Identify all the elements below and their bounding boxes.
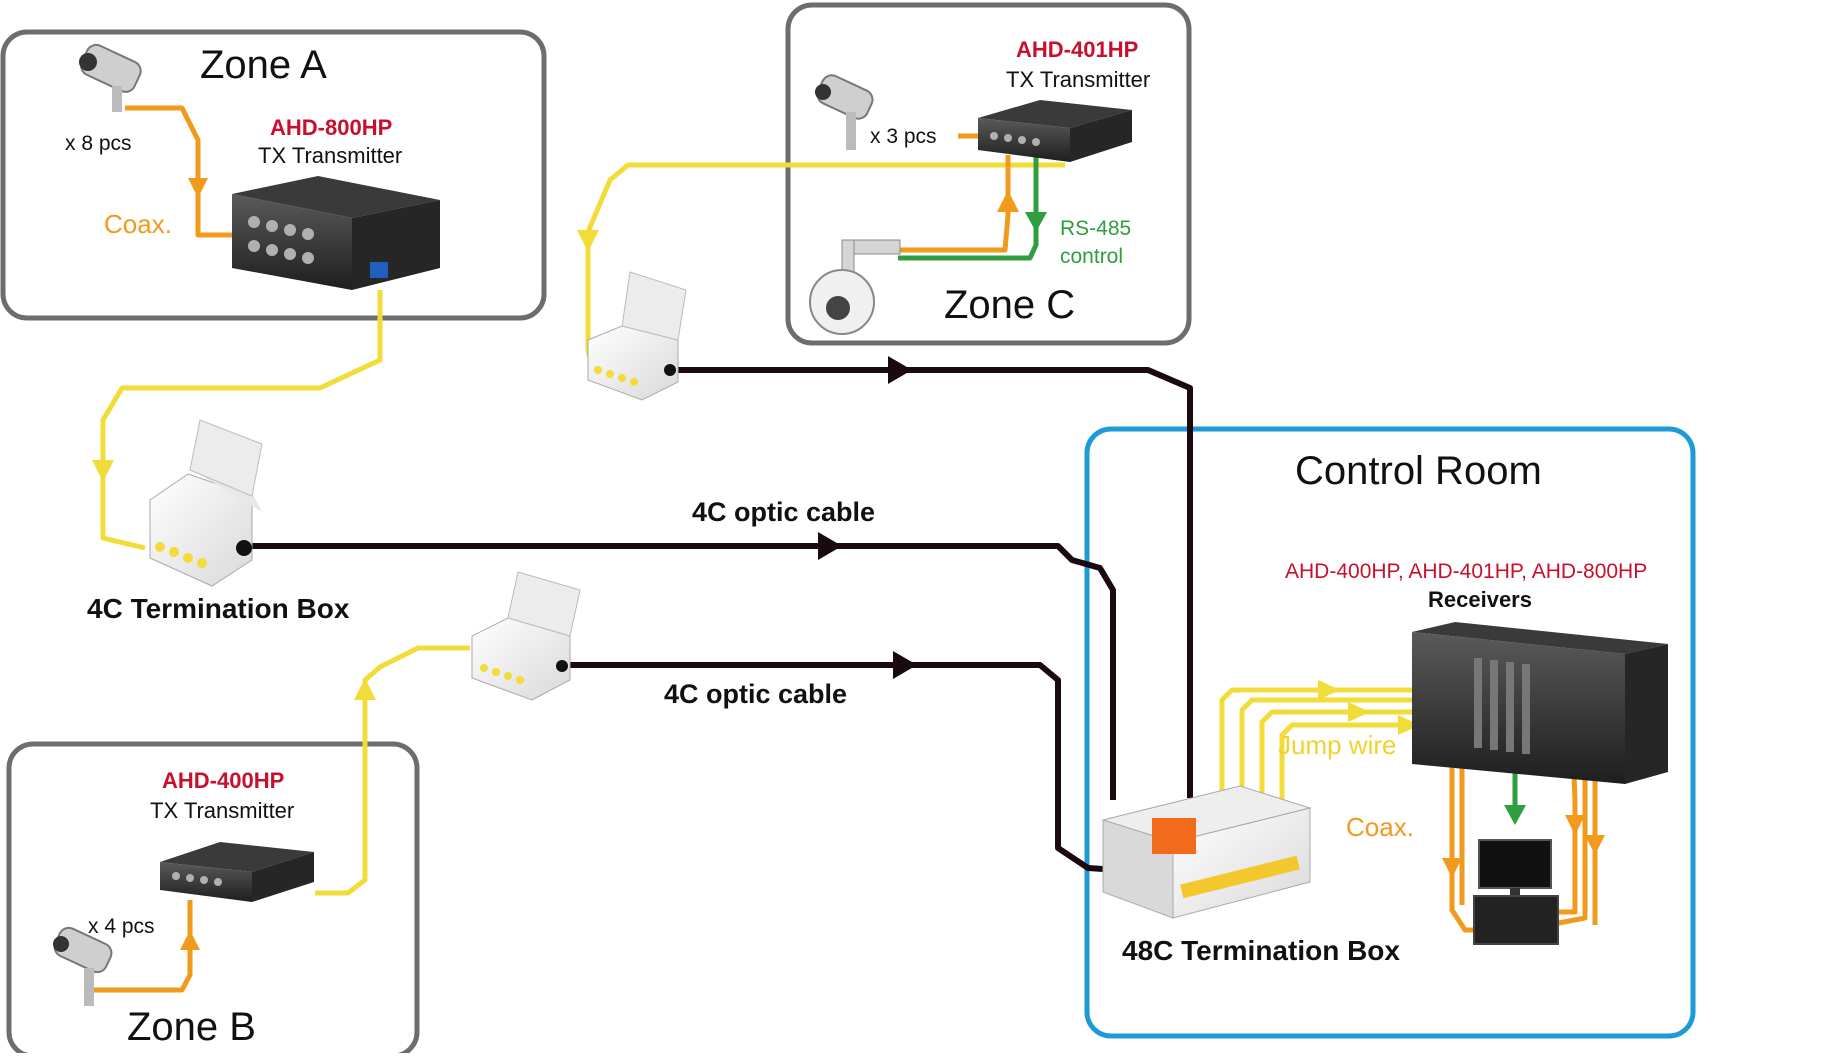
receivers-label: Receivers [1428, 587, 1532, 612]
optic-cables [252, 367, 1193, 873]
zone-b-transmitter[interactable] [160, 842, 314, 902]
zone-c-device-model: AHD-401HP [1016, 37, 1138, 62]
zone-b-title: Zone B [127, 1005, 256, 1049]
zone-a-border [0, 29, 547, 321]
optic-cable-label-2: 4C optic cable [664, 679, 847, 709]
control-room-coax-label: Coax. [1346, 812, 1414, 842]
zone-b-camera-icon [53, 926, 113, 1006]
zone-b-camera-qty: x 4 pcs [88, 915, 155, 938]
zone-a-camera-qty: x 8 pcs [65, 132, 132, 155]
jump-wire-arrows [1318, 680, 1420, 735]
termination-box-4c-label: 4C Termination Box [87, 593, 350, 624]
zone-c-transmitter[interactable] [978, 100, 1132, 162]
zone-b-device-model: AHD-400HP [162, 768, 284, 793]
zone-c-camera-qty: x 3 pcs [870, 125, 937, 148]
zone-a-camera-icon [79, 43, 142, 112]
zone-a-transmitter[interactable] [232, 176, 440, 290]
zone-b-device-type: TX Transmitter [150, 798, 294, 823]
zone-c-rs485-line1: RS-485 [1060, 217, 1131, 240]
control-room-title: Control Room [1295, 449, 1542, 493]
termination-box-48c[interactable] [1101, 785, 1312, 919]
optic-cable-label-1: 4C optic cable [692, 497, 875, 527]
coax-arrows [180, 178, 1605, 950]
zone-c-device-type: TX Transmitter [1006, 67, 1150, 92]
termination-box-4c-upper[interactable] [587, 271, 687, 401]
jump-wire-label: Jump wire [1278, 730, 1396, 760]
zone-c-camera-icon [815, 74, 874, 150]
control-room-border [1084, 426, 1696, 1039]
fiber-arrows [92, 230, 599, 700]
zone-a-title: Zone A [200, 43, 327, 87]
zone-c-border [785, 2, 1192, 346]
receiver-models: AHD-400HP, AHD-401HP, AHD-800HP [1285, 560, 1647, 583]
termination-box-4c-middle[interactable] [471, 571, 581, 701]
zone-c-rs485-line2: control [1060, 245, 1123, 268]
termination-box-48c-label: 48C Termination Box [1122, 935, 1400, 966]
receivers-rack[interactable] [1412, 622, 1668, 784]
monitor-icon [1478, 839, 1552, 896]
optic-cable-arrows [818, 356, 917, 679]
zone-a-device-model: AHD-800HP [270, 115, 392, 140]
ptz-dome-camera-icon [809, 239, 901, 335]
dvr-recorder-icon [1473, 895, 1559, 945]
zone-c-title: Zone C [944, 283, 1075, 327]
rs485-arrows [1025, 212, 1526, 825]
termination-box-4c-main[interactable] [149, 419, 263, 587]
zone-a-device-type: TX Transmitter [258, 143, 402, 168]
zone-a-coax-label: Coax. [104, 209, 172, 239]
